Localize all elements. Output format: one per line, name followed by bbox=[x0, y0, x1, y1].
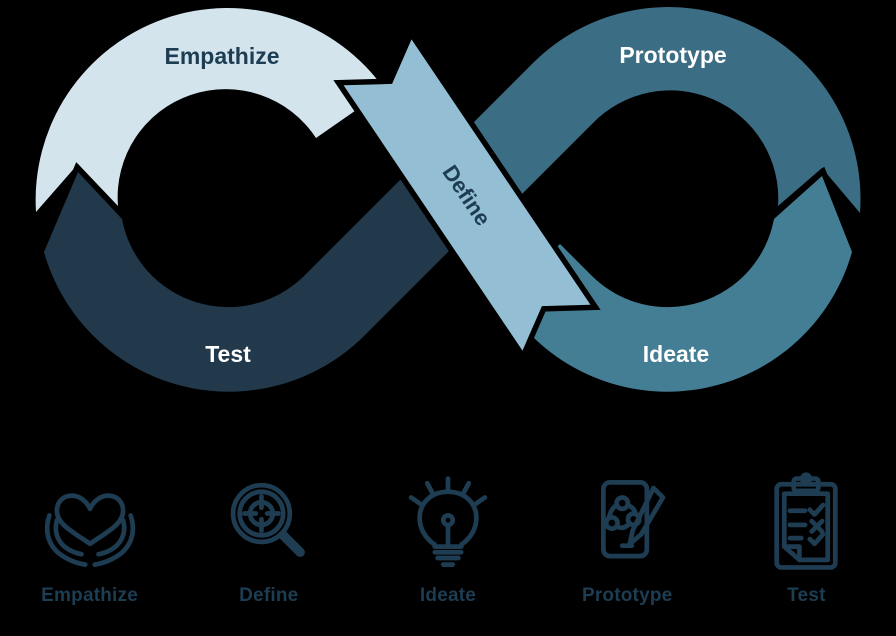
legend-label: Ideate bbox=[419, 585, 477, 606]
legend-label: Prototype bbox=[581, 585, 673, 606]
tablet-pencil-icon bbox=[601, 479, 666, 559]
prototype-label: Prototype bbox=[619, 42, 726, 68]
hands-heart-icon bbox=[44, 493, 135, 567]
test-arc bbox=[38, 159, 469, 398]
legend-item-define: Define bbox=[179, 471, 358, 607]
legend-label: Test bbox=[787, 585, 826, 606]
ideate-arc bbox=[492, 166, 858, 398]
prototype-arc bbox=[462, 7, 861, 213]
design-thinking-diagram: Define Empathize Prototype Test Ideate bbox=[35, 7, 861, 398]
clipboard-checklist-icon bbox=[774, 472, 839, 570]
ideate-label: Ideate bbox=[643, 341, 709, 367]
legend-label: Empathize bbox=[41, 585, 138, 606]
test-label: Test bbox=[205, 341, 251, 367]
lightbulb-icon bbox=[408, 476, 488, 567]
define-ribbon-shape bbox=[333, 28, 601, 362]
empathize-arc bbox=[35, 7, 385, 213]
legend-item-empathize: Empathize bbox=[0, 471, 179, 607]
legend-item-ideate: Ideate bbox=[358, 471, 537, 607]
define-ribbon: Define bbox=[333, 28, 601, 362]
legend-label: Define bbox=[239, 585, 299, 606]
magnifier-target-icon bbox=[230, 482, 305, 558]
empathize-label: Empathize bbox=[164, 43, 279, 69]
legend-item-test: Test bbox=[717, 471, 896, 607]
legend-item-prototype: Prototype bbox=[538, 471, 717, 607]
legend: Empathize Define Ideate bbox=[0, 471, 896, 607]
infinity-loop: Define Empathize Prototype Test Ideate bbox=[35, 7, 861, 398]
